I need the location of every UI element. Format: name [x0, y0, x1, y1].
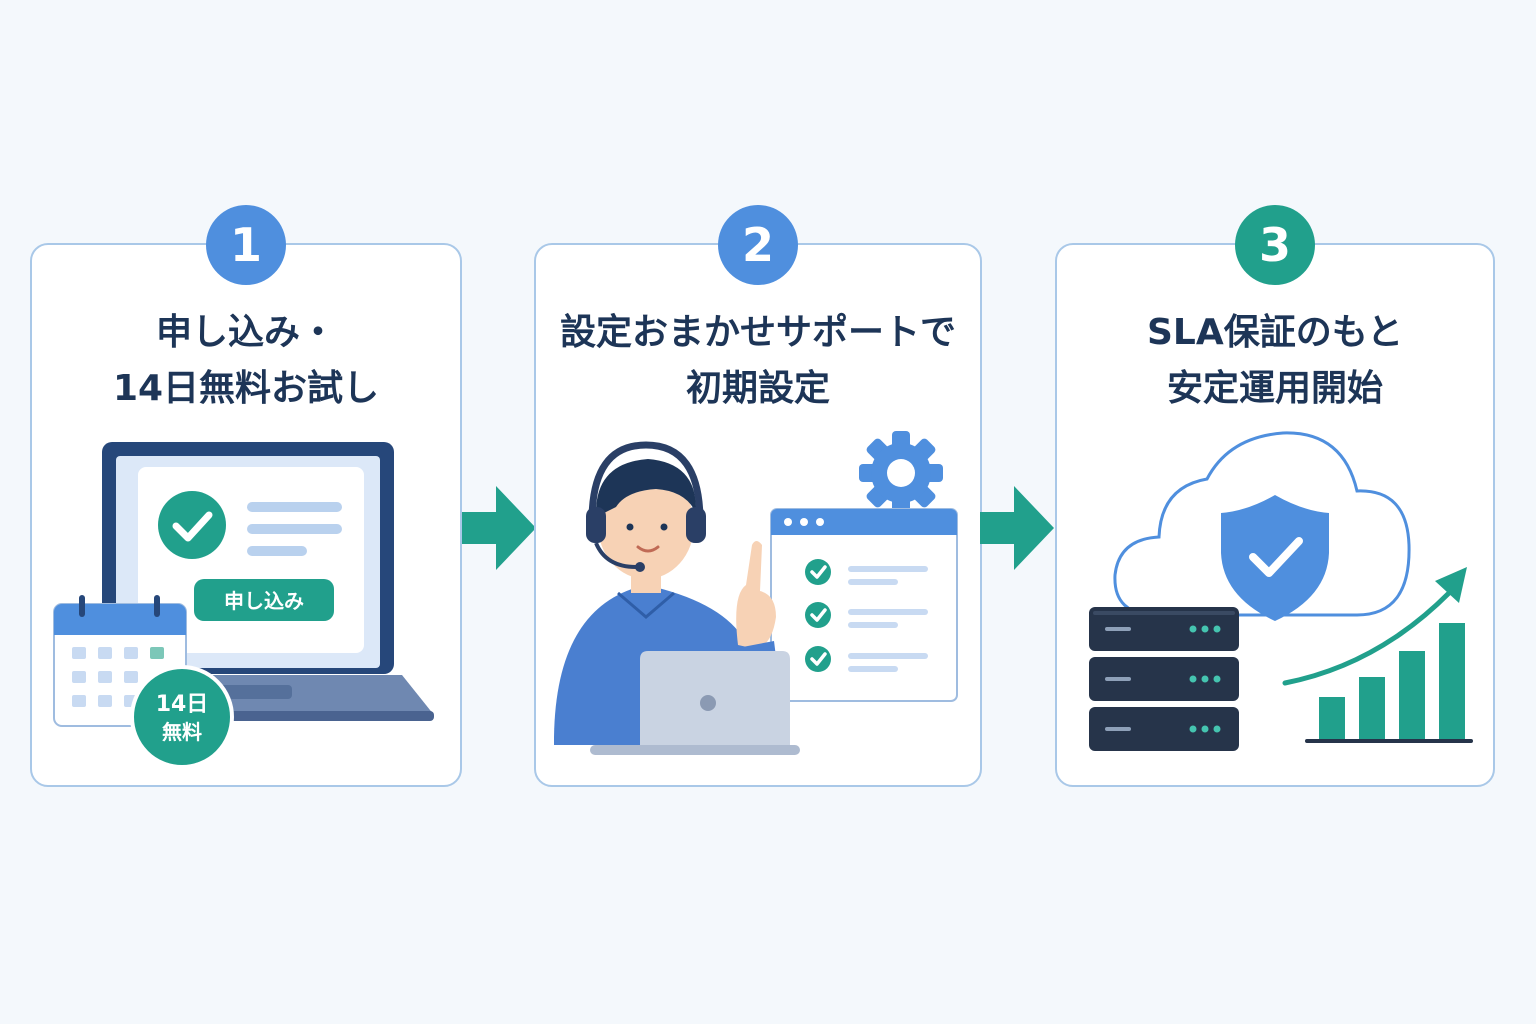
check-circle-icon	[158, 491, 226, 559]
laptop-icon	[590, 651, 800, 755]
trial-badge-line-2: 無料	[162, 720, 202, 744]
step-1-card: 1 申し込み・ 14日無料お試し 申し込み	[30, 205, 462, 787]
step-1-title-line-1: 申し込み・	[155, 312, 336, 353]
gear-icon	[859, 431, 943, 515]
step-3-title: SLA保証のもと 安定運用開始	[1057, 305, 1493, 417]
server-rack-icon	[1089, 607, 1239, 751]
step-1-title-line-2: 14日無料お試し	[112, 368, 380, 409]
step-2-number-badge: 2	[718, 205, 798, 285]
trial-badge: 14日 無料	[130, 665, 234, 769]
step-1-illustration: 申し込み 14日 無料	[53, 442, 434, 769]
checklist-check-icon-2	[805, 602, 831, 628]
step-2-title-line-2: 初期設定	[685, 368, 830, 409]
arrow-right-icon	[462, 486, 536, 570]
settings-window	[770, 508, 958, 702]
trial-badge-line-1: 14日	[156, 692, 209, 717]
step-2-card: 2 設定おまかせサポートで 初期設定	[534, 205, 982, 787]
step-2-title-line-1: 設定おまかせサポートで	[559, 312, 956, 353]
checklist-check-icon-1	[805, 559, 831, 585]
step-1-title: 申し込み・ 14日無料お試し	[32, 305, 460, 417]
step-2-title: 設定おまかせサポートで 初期設定	[536, 305, 980, 417]
step-1-number-badge: 1	[206, 205, 286, 285]
shield-check-icon	[1221, 495, 1329, 621]
step-3-number-badge: 3	[1235, 205, 1315, 285]
step-3-card: 3 SLA保証のもと 安定運用開始	[1055, 205, 1495, 787]
apply-button[interactable]: 申し込み	[194, 579, 334, 621]
arrow-right-icon	[980, 486, 1054, 570]
step-3-title-line-1: SLA保証のもと	[1146, 312, 1403, 353]
checklist-check-icon-3	[805, 646, 831, 672]
step-3-illustration	[1089, 431, 1473, 751]
step-3-title-line-2: 安定運用開始	[1166, 368, 1383, 409]
apply-button-label: 申し込み	[224, 589, 304, 613]
growth-chart-icon	[1282, 567, 1473, 743]
step-2-illustration	[554, 431, 958, 755]
